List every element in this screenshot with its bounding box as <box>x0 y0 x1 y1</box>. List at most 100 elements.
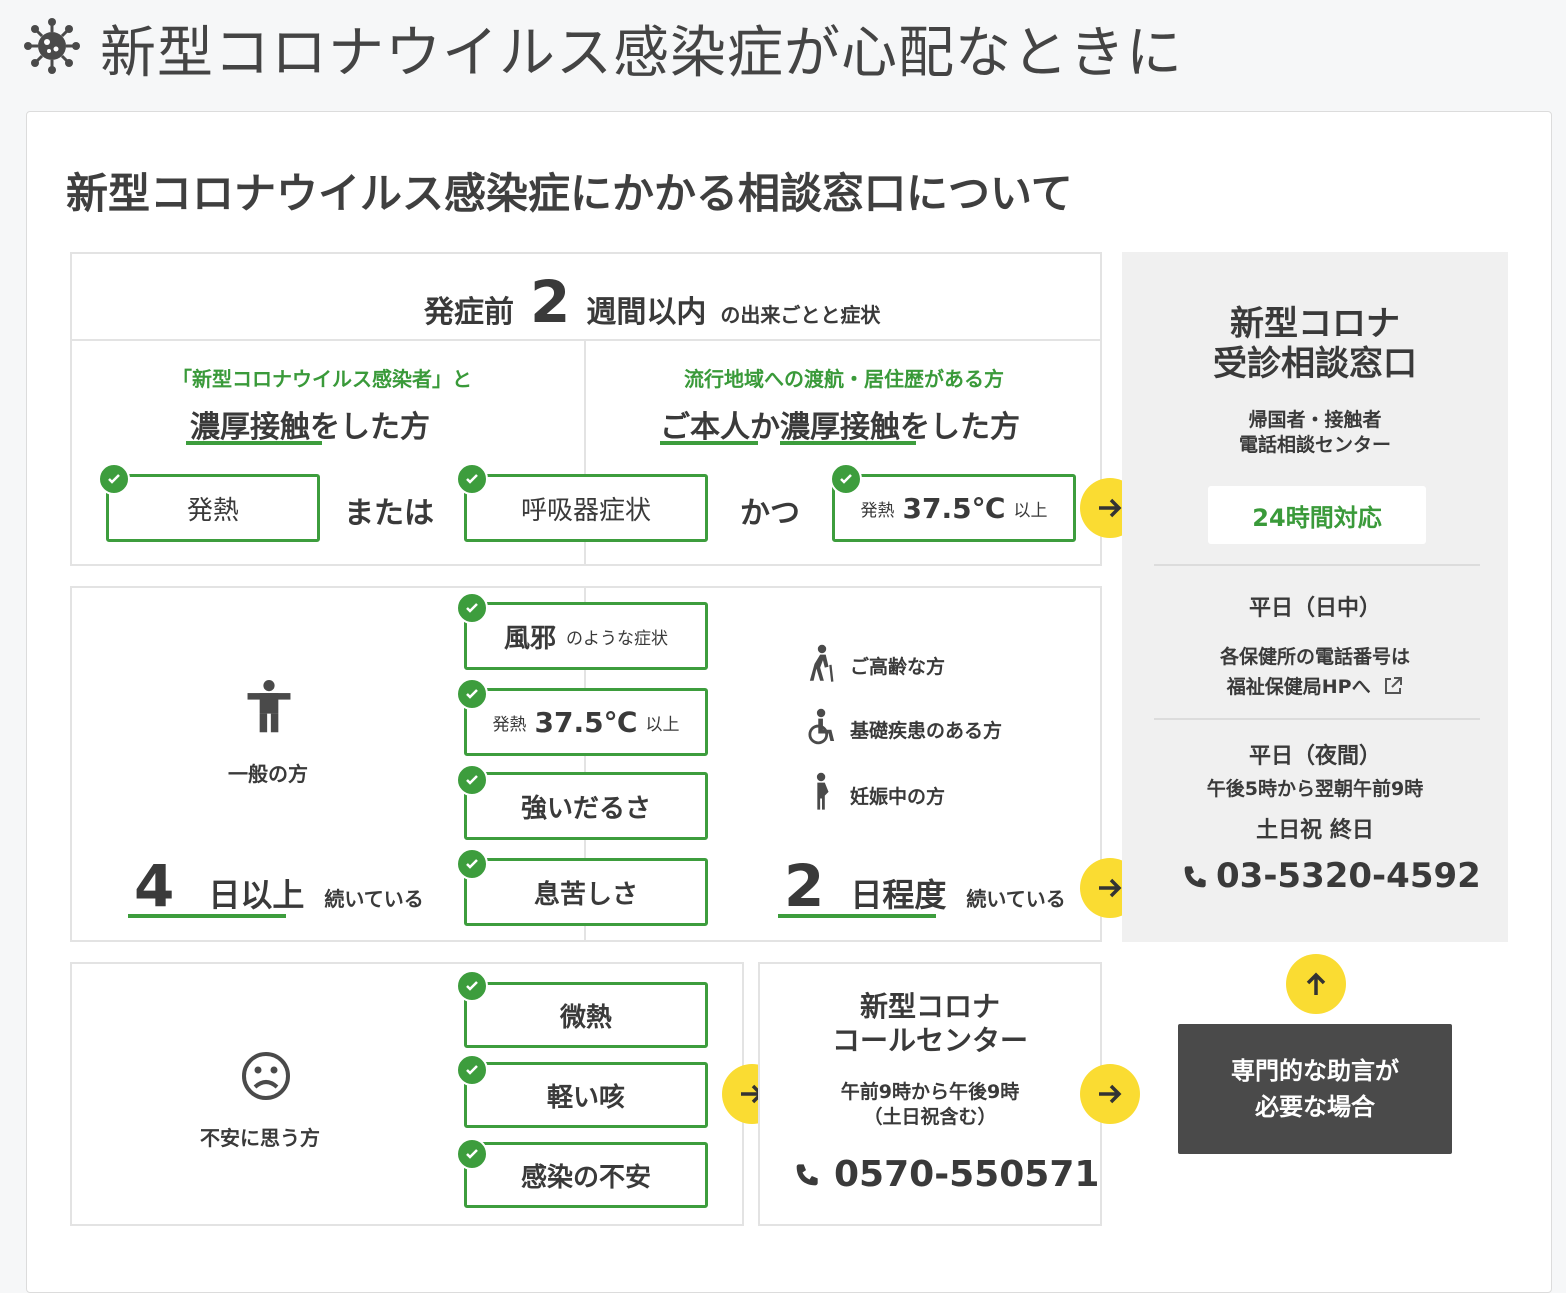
fever-suffix: 以上 <box>1013 500 1048 521</box>
days-num: 4 <box>134 852 175 920</box>
weekend: 土日祝 終日 <box>1256 818 1374 843</box>
section1-divider-v <box>584 341 586 564</box>
panel-title-1: 新型コロナ <box>1230 304 1400 344</box>
night-hours: 午後5時から翌朝午前9時 <box>1206 778 1424 800</box>
check-icon <box>456 764 488 796</box>
sad-face-icon <box>242 1052 290 1100</box>
days2-num: 2 <box>784 852 825 920</box>
symptom-cold: 風邪 のような症状 <box>464 602 708 670</box>
consultation-panel <box>1122 252 1508 942</box>
left-main-underlined: 濃厚接触 <box>190 410 310 445</box>
or-label: または <box>344 496 434 531</box>
right-main: ご本人か濃厚接触をした方 <box>660 402 1020 446</box>
external-link-icon <box>1385 677 1403 694</box>
advice-line-2: 必要な場合 <box>1255 1093 1375 1121</box>
panel-phone[interactable]: 03-5320-4592 <box>1216 856 1481 896</box>
risk-pregnant: 妊娠中の方 <box>850 786 946 808</box>
check-icon <box>456 592 488 624</box>
section2-divider-v <box>584 588 586 940</box>
weekday-day: 平日（日中） <box>1248 596 1381 621</box>
callcenter-title-1: 新型コロナ <box>859 990 1000 1023</box>
check-icon <box>456 463 488 495</box>
panel-title: 新型コロナ 受診相談窓口 <box>1122 304 1508 384</box>
panel-title-2: 受診相談窓口 <box>1213 344 1417 384</box>
callcenter-title-2: コールセンター <box>831 1024 1028 1057</box>
symptom-breathless: 息苦しさ <box>464 858 708 926</box>
check-icon <box>98 463 130 495</box>
pregnant-icon <box>816 772 829 810</box>
left-main-rest: をした方 <box>310 410 430 445</box>
section1-num: 2 <box>530 268 571 336</box>
panel-divider <box>1154 718 1480 720</box>
panel-sub-1: 帰国者・接触者 <box>1248 409 1382 431</box>
phone-icon <box>1184 866 1206 888</box>
card-title: 新型コロナウイルス感染症にかかる相談窓口について <box>66 169 1073 218</box>
symptom-anxiety: 感染の不安 <box>464 1142 708 1208</box>
person-icon <box>247 680 291 733</box>
virus-icon <box>24 18 80 74</box>
hours-badge: 24時間対応 <box>1208 486 1426 544</box>
callcenter-hours: 午前9時から午後9時 （土日祝含む） <box>758 1080 1102 1130</box>
advice-line-1: 専門的な助言が <box>1231 1057 1399 1085</box>
right-underline-a <box>660 441 758 445</box>
fatigue-label: 強いだるさ <box>520 793 651 824</box>
breathless-label: 息苦しさ <box>533 879 638 910</box>
symptom-fatigue: 強いだるさ <box>464 772 708 840</box>
symptom-fever: 発熱 <box>106 474 320 542</box>
days-2: 2 日程度 続いている <box>784 852 1066 920</box>
right-main-a: ご本人 <box>660 410 750 445</box>
risk-condition: 基礎疾患のある方 <box>850 720 1003 742</box>
panel-divider <box>1154 564 1480 566</box>
wheelchair-icon <box>808 708 835 745</box>
check-icon <box>830 463 862 495</box>
risk-elderly: ご高齢な方 <box>850 656 946 678</box>
arrow-up-icon <box>1286 954 1346 1014</box>
symptom-respiratory: 呼吸器症状 <box>464 474 708 542</box>
section1-suffix: の出来ごとと症状 <box>720 303 881 327</box>
elderly-icon <box>809 644 834 682</box>
panel-sub-2: 電話相談センター <box>1238 434 1391 456</box>
days-suffix: 続いている <box>324 887 424 911</box>
callcenter-phone[interactable]: 0570-550571 <box>834 1154 1100 1195</box>
panel-sub: 帰国者・接触者 電話相談センター <box>1122 408 1508 458</box>
check-icon <box>456 848 488 880</box>
check-icon <box>456 970 488 1002</box>
phone-icon <box>796 1164 818 1186</box>
callcenter-title: 新型コロナ コールセンター <box>758 990 1102 1058</box>
left-underline <box>186 441 322 445</box>
right-main-d: をした方 <box>900 410 1020 445</box>
symptom-fever-375: 発熱 37.5℃ 以上 <box>832 474 1076 542</box>
fever2-suffix: 以上 <box>645 714 680 735</box>
cold-sub: のような症状 <box>566 628 668 649</box>
days-4: 4 日以上 続いている <box>134 852 424 920</box>
check-icon <box>456 1054 488 1086</box>
anxious-label: 不安に思う方 <box>200 1126 320 1150</box>
fever-num: 37.5℃ <box>902 491 1006 525</box>
general-label: 一般の方 <box>228 762 308 786</box>
health-line-2[interactable]: 福祉保健局HPへ <box>1226 676 1371 698</box>
right-note: 流行地域への渡航・居住歴がある方 <box>684 367 1004 391</box>
symptom-fever-label: 発熱 <box>186 495 239 526</box>
section1-pre: 発症前 <box>424 295 514 330</box>
advice-box: 専門的な助言が 必要な場合 <box>1178 1024 1452 1154</box>
right-main-c: 濃厚接触 <box>780 410 900 445</box>
fever2-small: 発熱 <box>492 714 527 735</box>
days-underline <box>128 914 286 918</box>
days2-underline <box>778 914 936 918</box>
right-main-b: か <box>750 410 780 445</box>
cold-main: 風邪 <box>503 623 556 654</box>
callcenter-hours-2: （土日祝含む） <box>863 1106 997 1128</box>
arrow-right-icon <box>1080 1064 1140 1124</box>
days2-unit: 日程度 <box>850 876 947 914</box>
health-center-link[interactable]: 各保健所の電話番号は 福祉保健局HPへ <box>1122 642 1508 702</box>
days-unit: 日以上 <box>208 876 305 914</box>
light-cough-label: 軽い咳 <box>546 1082 625 1113</box>
and-label: かつ <box>740 496 800 531</box>
section1-weeks: 週間以内 <box>586 295 707 330</box>
callcenter-hours-1: 午前9時から午後9時 <box>840 1081 1020 1103</box>
page-title: 新型コロナウイルス感染症が心配なときに <box>100 21 1183 86</box>
anxiety-label: 感染の不安 <box>520 1162 651 1193</box>
section1-heading: 発症前 2 週間以内 の出来ごとと症状 <box>424 268 881 336</box>
health-line-1: 各保健所の電話番号は <box>1219 646 1410 668</box>
symptom-respiratory-label: 呼吸器症状 <box>520 495 651 526</box>
